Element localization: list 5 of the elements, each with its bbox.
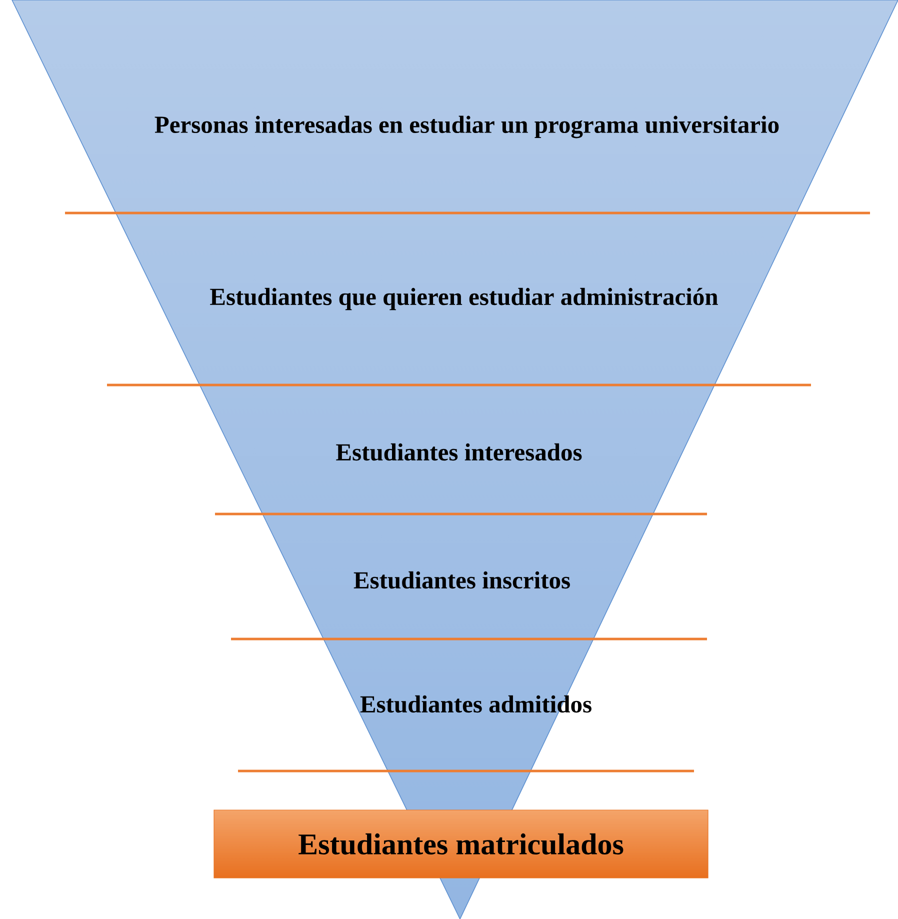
stage-label: Estudiantes inscritos [354, 571, 570, 589]
stage-label: Estudiantes admitidos [360, 695, 592, 713]
stage-label: Estudiantes que quieren estudiar administración [210, 288, 718, 310]
stage-label: Estudiantes interesados [336, 443, 582, 461]
stage-label: Personas interesadas en estudiar un programa universitario [154, 116, 779, 138]
